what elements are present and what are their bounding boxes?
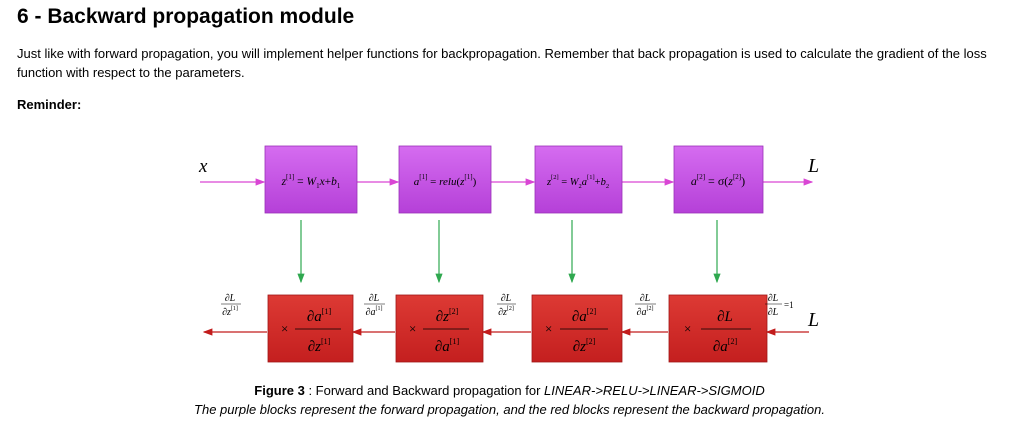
svg-text:×: × <box>409 321 416 336</box>
backward-block-linear2-grad: × ∂z[2] ∂a[1] <box>395 294 484 363</box>
svg-text:×: × <box>684 321 691 336</box>
figure-caption: Figure 3 : Forward and Backward propagat… <box>0 381 1019 419</box>
svg-text:∂L: ∂L <box>501 293 512 304</box>
gradient-label-dz1: ∂L ∂z[1] <box>221 293 241 318</box>
input-label: x <box>198 156 208 177</box>
forward-block-relu: a[1] = relu(z[1]) <box>398 145 492 214</box>
reminder-label: Reminder: <box>17 97 82 112</box>
svg-text:a[2] = σ(z[2]): a[2] = σ(z[2]) <box>691 173 745 188</box>
svg-text:=1: =1 <box>784 300 794 310</box>
gradient-label-dl: ∂L ∂L =1 <box>765 293 794 318</box>
backward-block-sigmoid-grad: × ∂a[2] ∂z[2] <box>531 294 623 363</box>
svg-text:∂L: ∂L <box>369 293 380 304</box>
caption-figure-label: Figure 3 <box>254 383 305 398</box>
forward-block-linear-1: z[1] = W1x+b1 <box>264 145 358 214</box>
svg-text:∂L: ∂L <box>768 307 779 318</box>
svg-text:×: × <box>281 321 288 336</box>
gradient-label-dz2: ∂L ∂z[2] <box>497 293 516 318</box>
svg-text:∂z[1]: ∂z[1] <box>222 306 238 318</box>
svg-text:∂z[2]: ∂z[2] <box>573 337 596 355</box>
caption-line-1: Figure 3 : Forward and Backward propagat… <box>0 381 1019 400</box>
svg-text:∂L: ∂L <box>225 293 236 304</box>
svg-text:∂a[2]: ∂a[2] <box>713 337 738 355</box>
svg-text:∂a[1]: ∂a[1] <box>307 307 332 325</box>
gradient-label-da2: ∂L ∂a[2] <box>635 293 656 318</box>
svg-text:z[2] = W2a[1]+b2: z[2] = W2a[1]+b2 <box>546 174 609 190</box>
output-label-top: L <box>807 155 819 177</box>
propagation-diagram: x L z[1] = W1x+b1 a[1] = relu(z[1]) z[2]… <box>198 145 819 363</box>
svg-text:∂z[2]: ∂z[2] <box>436 307 459 325</box>
forward-block-linear-2: z[2] = W2a[1]+b2 <box>534 145 623 214</box>
svg-text:∂a[1]: ∂a[1] <box>366 306 383 318</box>
backward-block-relu-grad: × ∂a[1] ∂z[1] <box>267 294 354 363</box>
output-label-bottom: L <box>807 309 819 331</box>
caption-separator: : Forward and Backward propagation for <box>304 383 545 398</box>
backward-block-loss-grad: × ∂L ∂a[2] <box>668 294 768 363</box>
caption-line-2: The purple blocks represent the forward … <box>194 402 825 417</box>
svg-text:z[1] = W1x+b1: z[1] = W1x+b1 <box>281 173 341 190</box>
svg-text:∂L: ∂L <box>717 309 733 325</box>
svg-text:a[1] = relu(z[1]): a[1] = relu(z[1]) <box>414 173 477 188</box>
propagation-figure: x L z[1] = W1x+b1 a[1] = relu(z[1]) z[2]… <box>185 140 845 380</box>
intro-paragraph: Just like with forward propagation, you … <box>17 46 987 80</box>
svg-text:∂a[2]: ∂a[2] <box>572 307 597 325</box>
svg-text:∂a[1]: ∂a[1] <box>435 337 460 355</box>
svg-text:∂L: ∂L <box>640 293 651 304</box>
section-heading: 6 - Backward propagation module <box>17 5 355 28</box>
caption-model: LINEAR->RELU->LINEAR->SIGMOID <box>544 383 765 398</box>
svg-text:∂a[2]: ∂a[2] <box>637 306 654 318</box>
svg-text:∂L: ∂L <box>768 293 779 304</box>
forward-block-sigmoid: a[2] = σ(z[2]) <box>673 145 764 214</box>
svg-text:∂z[2]: ∂z[2] <box>498 306 514 318</box>
svg-text:×: × <box>545 321 552 336</box>
svg-text:∂z[1]: ∂z[1] <box>308 337 331 355</box>
gradient-label-da1: ∂L ∂a[1] <box>364 293 385 318</box>
